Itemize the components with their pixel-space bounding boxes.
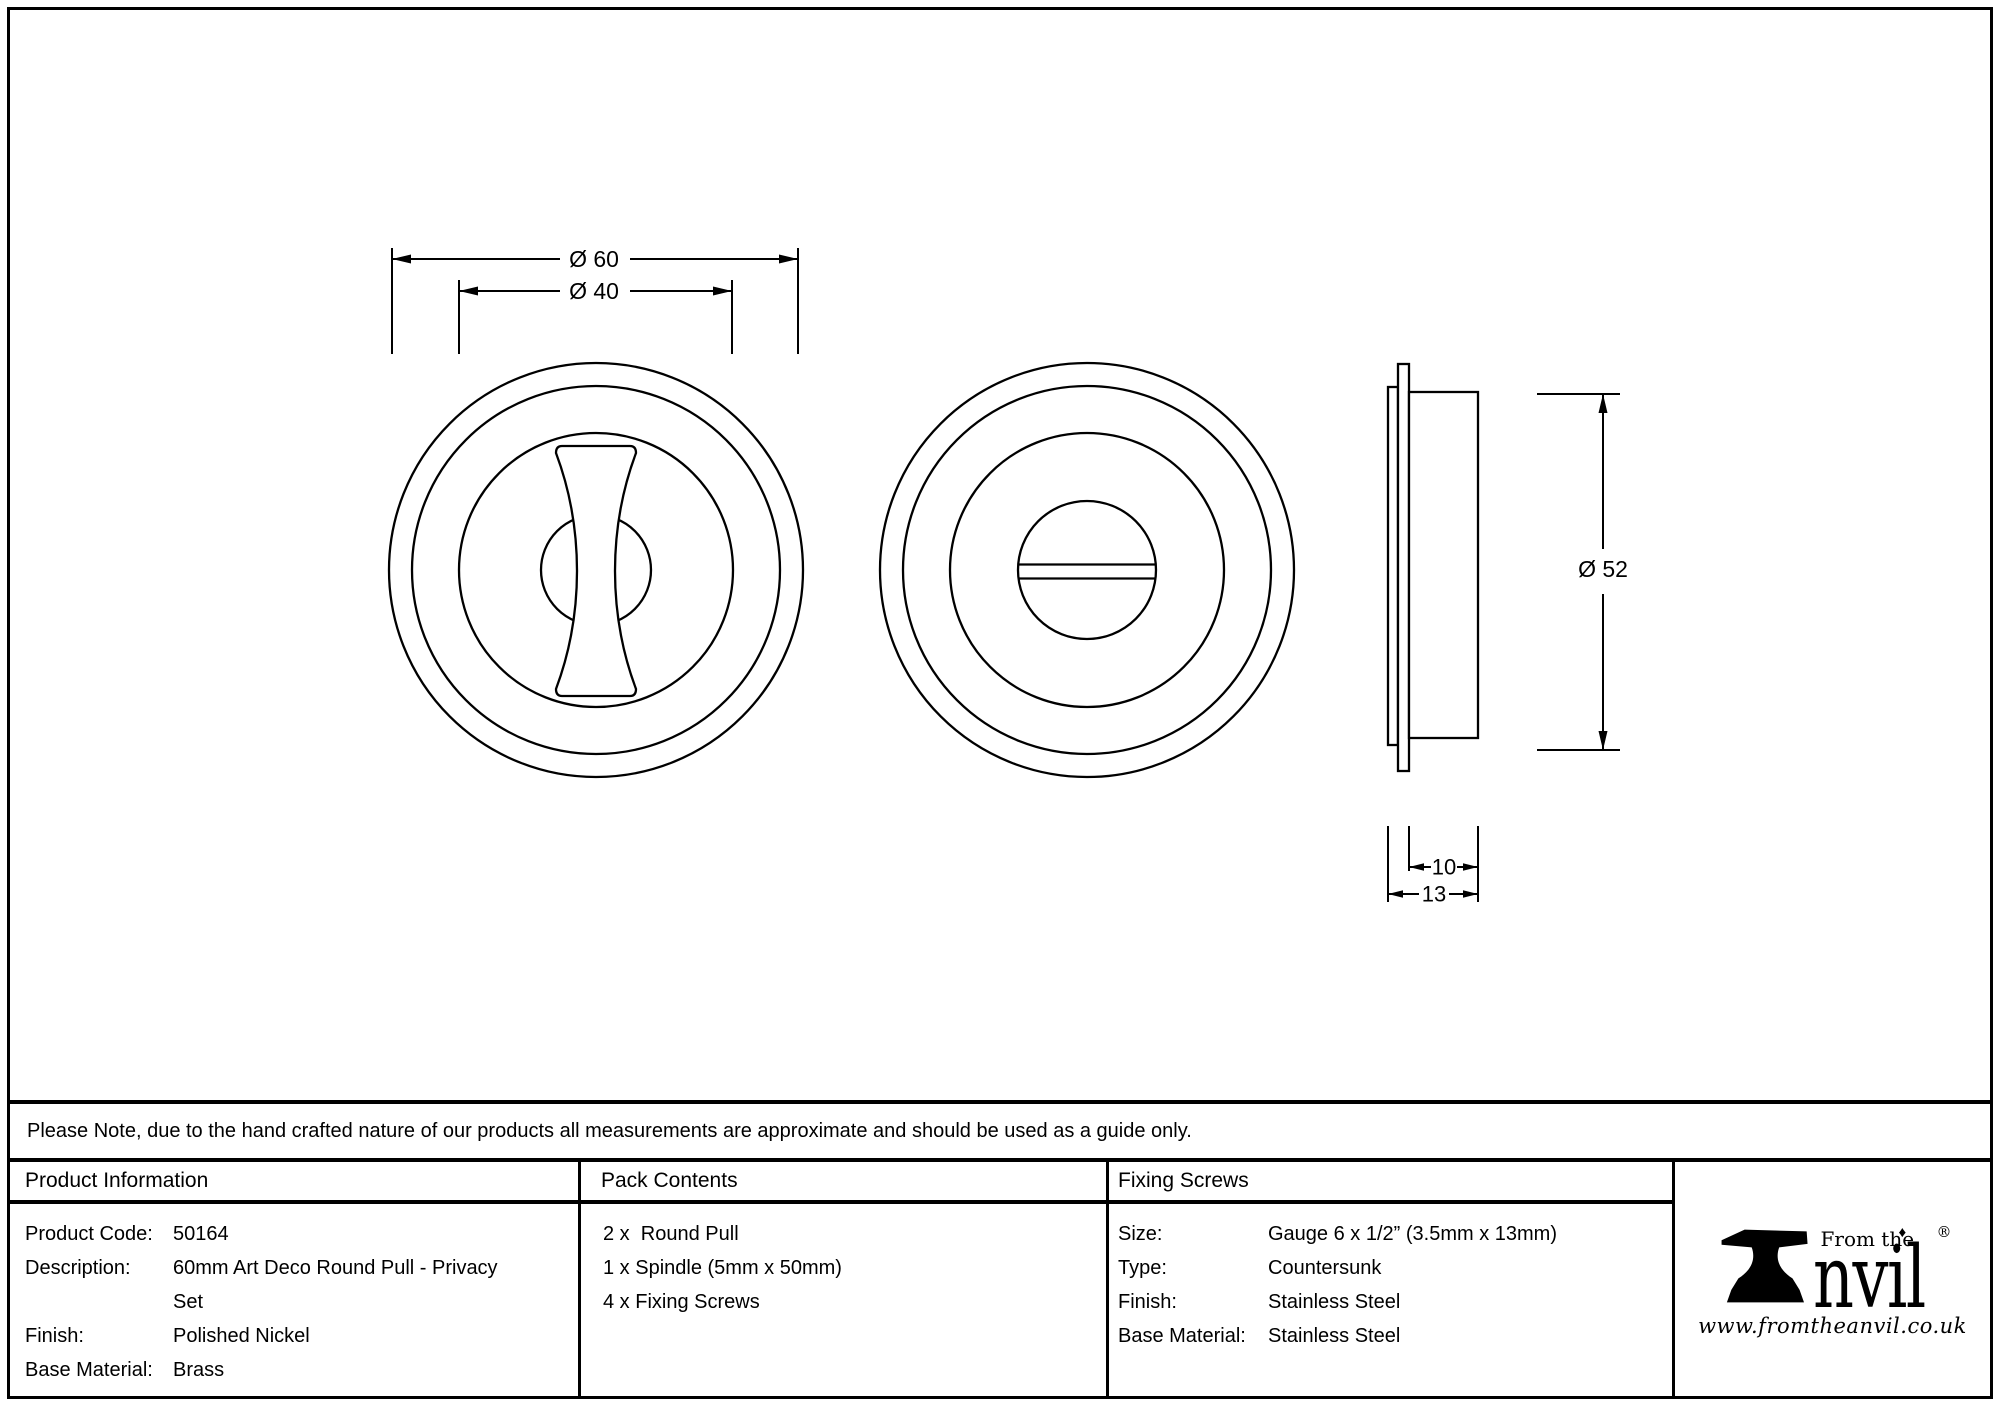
dimension-60: [391, 248, 799, 354]
product-code-label: Product Code:: [25, 1223, 153, 1245]
pack-item: 4 x Fixing Screws: [603, 1291, 760, 1313]
header-fixing-screws-label: Fixing Screws: [1118, 1169, 1249, 1192]
header-pack-contents: Pack Contents: [581, 1162, 1109, 1204]
dimension-depth: [1387, 826, 1479, 902]
anvil-icon: [1721, 1229, 1808, 1302]
base-material-row: Base Material: Brass: [25, 1353, 578, 1387]
header-product-information-label: Product Information: [25, 1169, 209, 1192]
product-information-cell: Product Code: 50164 Description: 60mm Ar…: [10, 1204, 581, 1396]
description-label: Description:: [25, 1257, 131, 1279]
dimension-52: [1537, 393, 1620, 751]
screw-finish-value: Stainless Steel: [1268, 1291, 1401, 1313]
logo-text: From the ♦ ® nvil: [1813, 1223, 1952, 1321]
product-code-value: 50164: [173, 1223, 229, 1245]
rear-boss-circle: [1016, 499, 1158, 641]
rear-recess-circle: [948, 431, 1226, 709]
base-material-value: Brass: [173, 1359, 225, 1381]
pack-item: 2 x Round Pull: [603, 1223, 739, 1245]
front-ring-circle: [410, 384, 782, 756]
screw-finish-label: Finish:: [1118, 1291, 1177, 1313]
dim-label-52: Ø 52: [1578, 556, 1628, 582]
screw-size-label: Size:: [1118, 1223, 1163, 1245]
dimension-40: [458, 280, 733, 354]
rear-ring-circle: [901, 384, 1273, 756]
description-row: Description: 60mm Art Deco Round Pull - …: [25, 1251, 578, 1319]
header-product-information: Product Information: [10, 1162, 581, 1204]
rear-outer-circle: [878, 361, 1296, 779]
header-fixing-screws: Fixing Screws: [1109, 1162, 1675, 1204]
thumbturn-shape: [554, 444, 638, 698]
screw-material-label: Base Material:: [1118, 1325, 1246, 1347]
logo-prefix: From the: [1820, 1226, 1915, 1251]
brand-logo: From the ♦ ® nvil www.fromtheanvil.co.uk: [1675, 1162, 1990, 1396]
rear-view-drawing: [878, 361, 1296, 779]
screw-size-row: Size: Gauge 6 x 1/2” (3.5mm x 13mm): [1118, 1217, 1672, 1251]
logo-website-url: www.fromtheanvil.co.uk: [1698, 1313, 1967, 1338]
screw-material-value: Stainless Steel: [1268, 1325, 1401, 1347]
dim-label-10: 10: [1432, 855, 1456, 880]
header-pack-contents-label: Pack Contents: [601, 1169, 738, 1192]
fixing-screws-cell: Size: Gauge 6 x 1/2” (3.5mm x 13mm) Type…: [1109, 1204, 1675, 1396]
finish-row: Finish: Polished Nickel: [25, 1319, 578, 1353]
measurement-note-bar: Please Note, due to the hand crafted nat…: [7, 1100, 1993, 1162]
side-body: [1407, 390, 1480, 740]
technical-drawing: Ø 60 Ø 40 Ø 52 10 13: [387, 246, 1628, 907]
front-outer-circle: [387, 361, 805, 779]
base-material-label: Base Material:: [25, 1359, 153, 1381]
front-view-drawing: [387, 361, 805, 779]
side-rim: [1396, 362, 1411, 773]
screw-finish-row: Finish: Stainless Steel: [1118, 1285, 1672, 1319]
screw-material-row: Base Material: Stainless Steel: [1118, 1319, 1672, 1353]
logo-word: nvil: [1812, 1227, 1926, 1328]
screw-type-label: Type:: [1118, 1257, 1167, 1279]
dim-label-40: Ø 40: [569, 278, 619, 304]
registered-trademark-icon: ®: [1936, 1222, 1952, 1241]
dim-label-13: 13: [1422, 882, 1446, 907]
side-backplate: [1386, 385, 1400, 747]
front-recess-circle: [457, 431, 735, 709]
diamond-icon: ♦: [1898, 1223, 1907, 1241]
pack-contents-cell: 2 x Round Pull 1 x Spindle (5mm x 50mm) …: [581, 1204, 1109, 1396]
finish-value: Polished Nickel: [173, 1325, 310, 1347]
description-value: 60mm Art Deco Round Pull - Privacy Set: [173, 1257, 498, 1313]
note-text: Please Note, due to the hand crafted nat…: [27, 1119, 1192, 1142]
dim-label-60: Ø 60: [569, 246, 619, 272]
screw-size-value: Gauge 6 x 1/2” (3.5mm x 13mm): [1268, 1223, 1557, 1245]
screw-type-row: Type: Countersunk: [1118, 1251, 1672, 1285]
screw-type-value: Countersunk: [1268, 1257, 1382, 1279]
side-view-drawing: [1386, 362, 1480, 773]
logo-wordmark: From the ♦ ® nvil: [1719, 1221, 1952, 1321]
pack-item: 1 x Spindle (5mm x 50mm): [603, 1257, 842, 1279]
product-code-row: Product Code: 50164: [25, 1217, 578, 1251]
finish-label: Finish:: [25, 1325, 84, 1347]
